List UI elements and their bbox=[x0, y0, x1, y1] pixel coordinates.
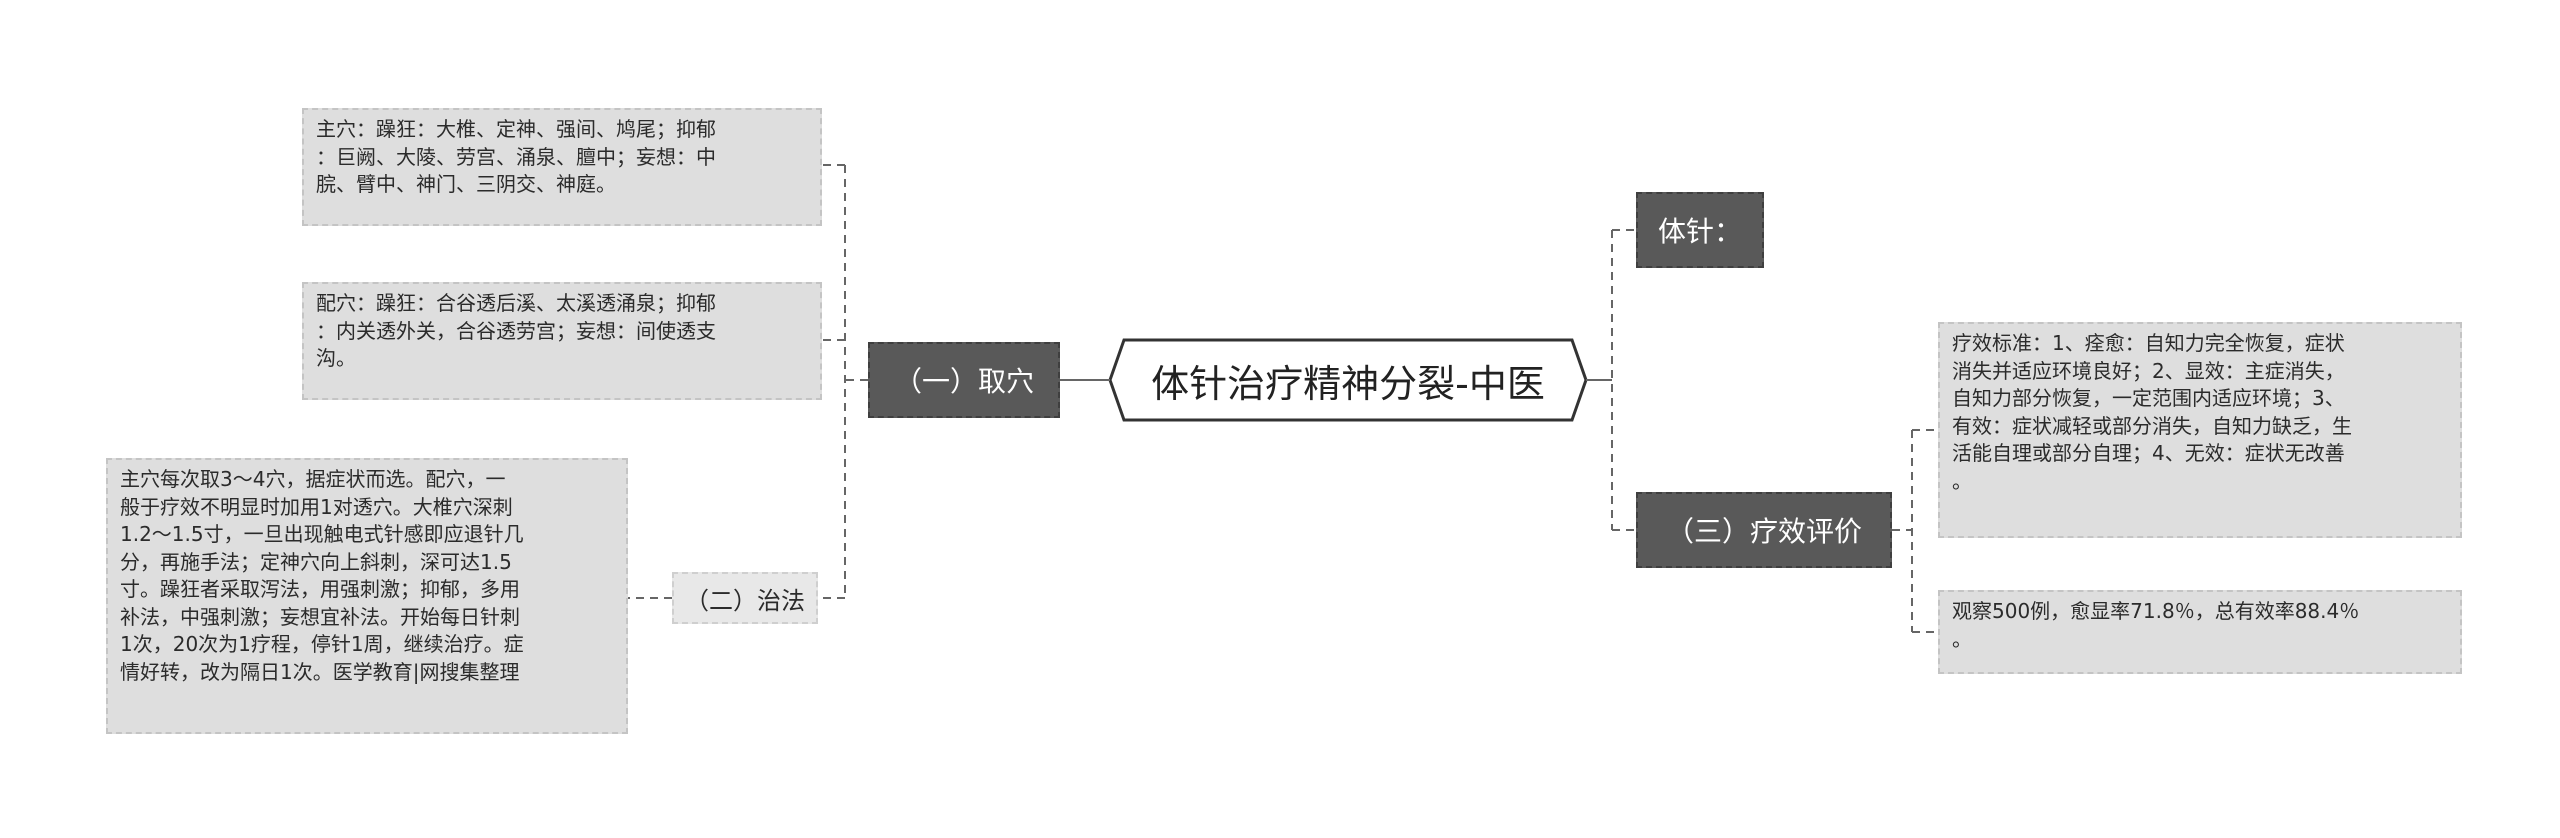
leaf-biaozhun[interactable]: 疗效标准：1、痊愈：自知力完全恢复，症状 消失并适应环境良好；2、显效：主症消失… bbox=[1938, 322, 2462, 538]
branch-tizhen[interactable]: 体针： bbox=[1636, 192, 1764, 268]
leaf-zhuxue[interactable]: 主穴：躁狂：大椎、定神、强间、鸠尾；抑郁 ：巨阙、大陵、劳宫、涌泉、膻中；妄想：… bbox=[302, 108, 822, 226]
branch-liaoxiao[interactable]: （三）疗效评价 bbox=[1636, 492, 1892, 568]
branch-quxue[interactable]: （一）取穴 bbox=[868, 342, 1060, 418]
leaf-zhifa-text[interactable]: 主穴每次取3～4穴，据症状而选。配穴，一 般于疗效不明显时加用1对透穴。大椎穴深… bbox=[106, 458, 628, 734]
branch-quxue-label: （一）取穴 bbox=[893, 365, 1034, 398]
branch-zhifa[interactable]: （二）治法 bbox=[672, 572, 818, 624]
root-title[interactable]: 体针治疗精神分裂-中医 bbox=[1151, 361, 1545, 406]
branch-tizhen-label: 体针： bbox=[1657, 215, 1742, 248]
leaf-peixue[interactable]: 配穴：躁狂：合谷透后溪、太溪透涌泉；抑郁 ：内关透外关，合谷透劳宫；妄想：间使透… bbox=[302, 282, 822, 400]
leaf-guancha[interactable]: 观察500例，愈显率71.8％，总有效率88.4％ 。 bbox=[1938, 590, 2462, 674]
branch-liaoxiao-label: （三）疗效评价 bbox=[1665, 515, 1862, 548]
branch-zhifa-label: （二）治法 bbox=[685, 586, 805, 615]
